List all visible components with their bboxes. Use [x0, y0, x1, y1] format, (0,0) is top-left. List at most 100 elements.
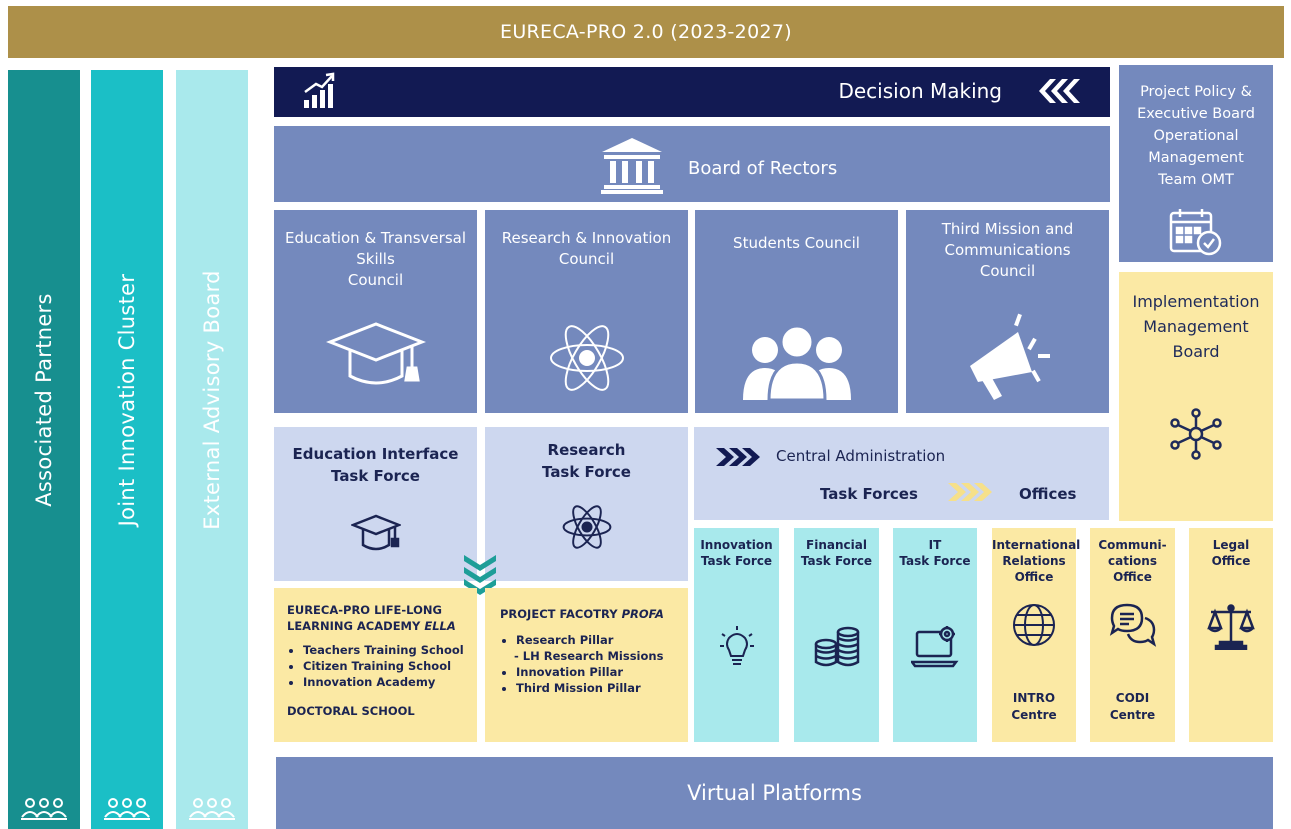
network-hub-icon [1170, 408, 1222, 460]
centre-name-line: Centre [1011, 708, 1057, 722]
task-force-title-line: Task Force [331, 467, 420, 485]
associated-partners-label: Associated Partners [32, 293, 56, 507]
atom-icon [547, 318, 627, 398]
doctoral-school-label: DOCTORAL SCHOOL [287, 704, 415, 718]
unit-title-line: Legal [1212, 538, 1250, 552]
centre-name-line: Centre [1109, 708, 1156, 722]
project-factory-profa: PROJECT FACOTRY PROFA Research Pillar - … [485, 588, 688, 742]
students-group-icon [741, 320, 853, 400]
offices-label: Offices [1019, 485, 1077, 503]
education-interface-task-force: Education Interface Task Force [274, 427, 477, 581]
lightbulb-icon [719, 624, 755, 672]
megaphone-icon [960, 308, 1056, 404]
research-innovation-council: Research & Innovation Council [485, 210, 688, 413]
board-of-rectors-label: Board of Rectors [688, 158, 838, 179]
research-task-force: Research Task Force [485, 427, 688, 581]
unit-title-line: cations [1108, 554, 1157, 568]
project-title: EURECA-PRO 2.0 (2023-2027) [500, 21, 792, 43]
council-title-line: Education & Transversal [285, 229, 466, 247]
growth-chart-icon [302, 72, 336, 110]
ella-title-line: EURECA-PRO LIFE-LONG [287, 603, 442, 617]
innovation-task-force: Innovation Task Force [694, 528, 779, 742]
project-policy-executive-board: Project Policy & Executive Board Operati… [1119, 65, 1273, 262]
council-title-line: Students Council [733, 234, 860, 252]
list-item: Research Pillar [516, 632, 688, 648]
students-council: Students Council [695, 210, 898, 413]
list-item: Third Mission Pillar [516, 680, 688, 696]
project-title-banner: EURECA-PRO 2.0 (2023-2027) [8, 6, 1284, 58]
list-item: Innovation Academy [303, 674, 477, 690]
external-advisory-board-label: External Advisory Board [200, 270, 224, 530]
council-title-line: Council [347, 271, 404, 289]
people-group-icon [20, 795, 68, 821]
external-advisory-board-column: External Advisory Board [176, 70, 248, 829]
ella-acronym: ELLA [424, 619, 456, 633]
central-administration: Central Administration Task Forces Offic… [694, 427, 1109, 520]
ppe-line: Project Policy & [1140, 84, 1252, 100]
joint-innovation-cluster-label: Joint Innovation Cluster [115, 273, 139, 527]
decision-making-bar: Decision Making [274, 67, 1110, 117]
unit-title-line: International [992, 538, 1081, 552]
financial-task-force: Financial Task Force [794, 528, 879, 742]
council-title-line: Third Mission and [941, 220, 1074, 238]
imb-line: Implementation [1132, 292, 1260, 311]
coins-icon [813, 624, 861, 668]
profa-title: PROJECT FACOTRY [500, 607, 618, 621]
calendar-clock-icon [1168, 207, 1224, 257]
joint-innovation-cluster-column: Joint Innovation Cluster [91, 70, 163, 829]
globe-icon [1011, 602, 1057, 648]
task-force-title-line: Education Interface [292, 445, 459, 463]
unit-title-line: IT [928, 538, 942, 552]
communications-office: Communi- cations Office CODI Centre [1090, 528, 1175, 742]
international-relations-office: International Relations Office INTRO Cen… [992, 528, 1081, 742]
people-group-icon [188, 795, 236, 821]
council-title-line: Research & Innovation [501, 229, 672, 247]
graduation-cap-icon [350, 513, 401, 553]
task-force-title-line: Task Force [542, 463, 631, 481]
unit-title-line: Innovation [700, 538, 773, 552]
ppe-line: Executive Board [1137, 106, 1255, 122]
unit-title-line: Task Force [700, 554, 773, 568]
imb-line: Management [1143, 317, 1249, 336]
centre-name-line: CODI [1115, 691, 1150, 705]
unit-title-line: Office [1211, 554, 1251, 568]
unit-title-line: Task Force [899, 554, 971, 568]
board-of-rectors: Board of Rectors [274, 126, 1110, 202]
list-item: Innovation Pillar [516, 664, 688, 680]
implementation-management-board: Implementation Management Board [1119, 272, 1273, 521]
graduation-cap-icon [325, 320, 426, 392]
council-title-line: Communications [944, 241, 1071, 259]
imb-line: Board [1172, 342, 1220, 361]
triple-chevron-left-icon [1036, 77, 1080, 105]
list-subitem: - LH Research Missions [514, 649, 664, 663]
institution-building-icon [600, 136, 664, 194]
list-item: Citizen Training School [303, 658, 477, 674]
third-mission-communications-council: Third Mission and Communications Council [906, 210, 1109, 413]
triple-chevron-down-icon [462, 553, 498, 597]
virtual-platforms-label: Virtual Platforms [687, 781, 862, 805]
council-title-line: Council [979, 262, 1036, 280]
associated-partners-column: Associated Partners [8, 70, 80, 829]
decision-making-label: Decision Making [838, 79, 1002, 103]
unit-title-line: Task Force [800, 554, 873, 568]
it-task-force: IT Task Force [893, 528, 977, 742]
unit-title-line: Office [1014, 570, 1054, 584]
unit-title-line: Office [1113, 570, 1152, 584]
education-transversal-skills-council: Education & Transversal Skills Council [274, 210, 477, 413]
unit-title-line: Communi- [1098, 538, 1167, 552]
people-group-icon [103, 795, 151, 821]
triple-chevron-right-icon [946, 481, 992, 503]
unit-title-line: Relations [1002, 554, 1066, 568]
council-title-line: Skills [356, 250, 395, 268]
triple-chevron-right-icon [714, 446, 760, 468]
profa-acronym: PROFA [621, 607, 664, 621]
chat-icon [1109, 602, 1157, 648]
legal-office: Legal Office [1189, 528, 1273, 742]
council-title-line: Council [558, 250, 615, 268]
centre-name-line: INTRO [1012, 691, 1056, 705]
list-item: Teachers Training School [303, 642, 477, 658]
unit-title-line: Financial [806, 538, 867, 552]
task-force-title-line: Research [547, 441, 626, 459]
scales-icon [1206, 602, 1256, 650]
task-forces-label: Task Forces [820, 485, 918, 503]
